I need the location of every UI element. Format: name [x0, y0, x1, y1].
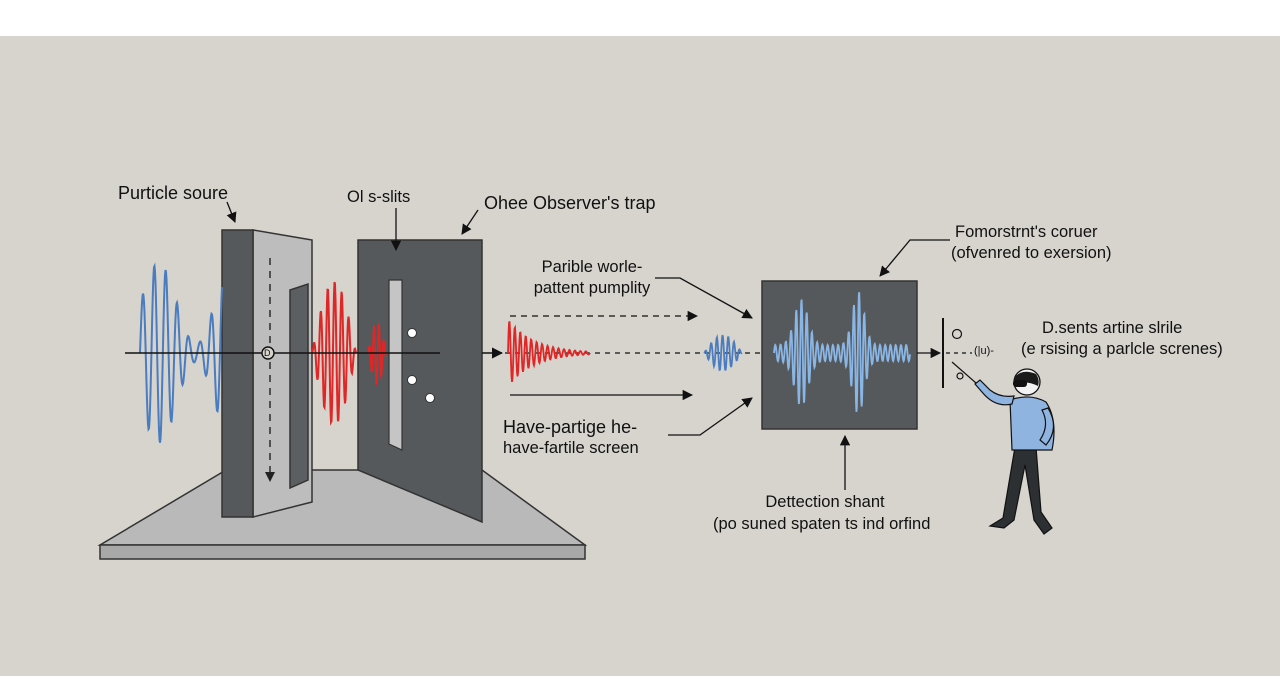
detection-monitor — [761, 280, 918, 430]
wave-pattern-label-line1: Parible worle- — [541, 258, 643, 276]
particle-screen-label-line1: Have-partige he- — [503, 417, 638, 437]
interference-wave-red — [311, 281, 357, 426]
detection-label-line2: (po suned spaten ts ind orfind — [713, 515, 931, 533]
observer-trap-label: Ohee Observer's trap — [484, 193, 656, 213]
monitor-label-line2: (ofvenred to exersion) — [951, 244, 1112, 262]
monitor-label-line1: Fomorstrnt's coruer — [955, 223, 1098, 241]
observer-label-line1: D.sents artine slrile — [1042, 319, 1183, 337]
panel-background — [0, 36, 1280, 676]
annotation-leaders — [226, 201, 950, 490]
exit-wave-red — [507, 321, 591, 383]
observer-label-line2: (e rsising a parlcle screnes) — [1021, 340, 1223, 358]
source-wave — [139, 262, 223, 443]
particle-screen-label-line2: have-fartile screen — [503, 439, 639, 457]
wave-pattern-label-line2: pattent pumplity — [533, 279, 651, 297]
source-marker-letter: D — [264, 348, 271, 358]
detector-glyph-icon: (|u)- — [974, 345, 994, 357]
slits-label: Ol s-slits — [347, 188, 411, 206]
observer-icon — [951, 361, 1055, 535]
slit-wave-red — [367, 323, 387, 385]
slit-slab — [357, 239, 483, 524]
inner-slab — [289, 282, 309, 490]
detection-label-line1: Dettection shant — [765, 493, 885, 511]
particle-source-label: Purticle soure — [118, 183, 229, 203]
incoming-wave-blue — [703, 333, 743, 372]
source-marker-icon — [261, 346, 275, 360]
